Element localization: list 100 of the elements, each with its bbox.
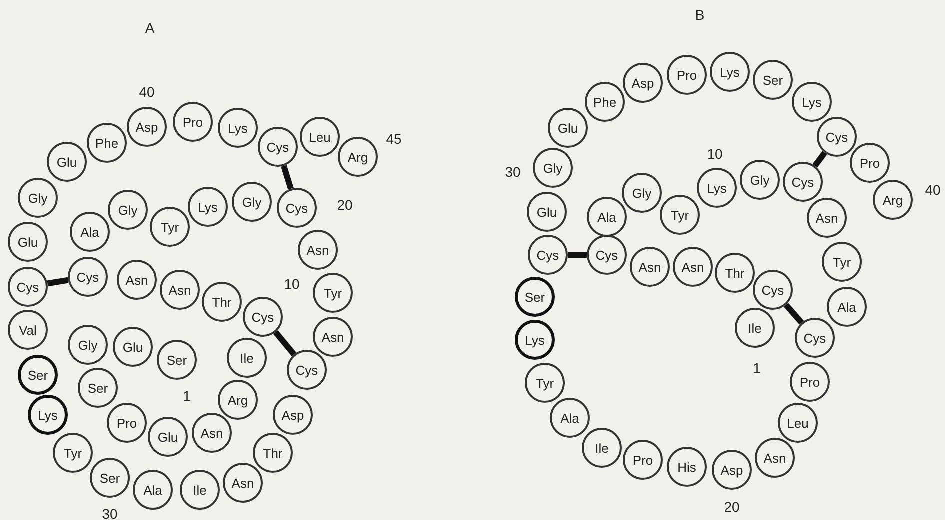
residue-circle: Glu <box>47 142 87 182</box>
residue-circle: Cys <box>68 257 108 297</box>
residue-circle: Gly <box>533 148 573 188</box>
residue-circle: Cys <box>817 117 857 157</box>
residue-circle: Ser <box>78 368 118 408</box>
residue-circle: Glu <box>113 327 153 367</box>
residue-number: 20 <box>724 499 740 515</box>
residue-circle: Thr <box>253 433 293 473</box>
residue-circle: Lys <box>710 52 750 92</box>
residue-circle: Cys <box>587 235 627 275</box>
residue-circle: Ala <box>133 470 173 510</box>
residue-circle: Ser <box>753 60 793 100</box>
residue-circle: Ile <box>227 338 267 378</box>
residue-circle: Ile <box>180 470 220 510</box>
residue-circle: Asp <box>712 450 752 490</box>
residue-circle: Pro <box>173 102 213 142</box>
residue-circle: Glu <box>8 222 48 262</box>
residue-circle: Lys <box>188 187 228 227</box>
residue-circle: Gly <box>622 173 662 213</box>
residue-circle: Thr <box>715 253 755 293</box>
disulfide-bond <box>812 151 828 168</box>
residue-circle: Lys <box>28 395 68 435</box>
disulfide-bond <box>47 277 69 287</box>
residue-number: 40 <box>925 182 941 198</box>
residue-circle: Asp <box>623 63 663 103</box>
residue-circle: Arg <box>338 137 378 177</box>
residue-number: 30 <box>505 164 521 180</box>
residue-circle: Cys <box>795 318 835 358</box>
residue-circle: His <box>667 447 707 487</box>
residue-circle: Gly <box>108 190 148 230</box>
disulfide-bond <box>281 165 294 190</box>
residue-circle: Asn <box>630 247 670 287</box>
residue-circle: Asn <box>673 247 713 287</box>
residue-circle: Asn <box>192 413 232 453</box>
residue-circle: Gly <box>740 160 780 200</box>
residue-circle: Cys <box>783 162 823 202</box>
residue-number: 30 <box>102 506 118 520</box>
residue-circle: Lys <box>792 82 832 122</box>
residue-number: 10 <box>707 146 723 162</box>
residue-circle: Pro <box>790 362 830 402</box>
residue-circle: Glu <box>527 192 567 232</box>
residue-circle: Ala <box>827 287 867 327</box>
residue-circle: Pro <box>850 143 890 183</box>
residue-circle: Ile <box>582 428 622 468</box>
residue-circle: Ser <box>18 355 58 395</box>
residue-circle: Gly <box>18 178 58 218</box>
residue-circle: Cys <box>243 297 283 337</box>
residue-circle: Tyr <box>150 207 190 247</box>
residue-circle: Asn <box>807 198 847 238</box>
residue-circle: Ser <box>90 458 130 498</box>
residue-circle: Lys <box>697 168 737 208</box>
residue-circle: Cys <box>753 270 793 310</box>
residue-circle: Arg <box>873 180 913 220</box>
residue-circle: Phe <box>585 82 625 122</box>
residue-circle: Asn <box>298 230 338 270</box>
residue-circle: Lys <box>218 108 258 148</box>
residue-circle: Tyr <box>53 433 93 473</box>
disulfide-bond <box>784 303 804 325</box>
residue-number: 20 <box>337 197 353 213</box>
residue-circle: Ser <box>157 340 197 380</box>
residue-circle: Phe <box>87 123 127 163</box>
residue-circle: Glu <box>148 417 188 457</box>
residue-circle: Tyr <box>822 242 862 282</box>
disulfide-bond <box>273 330 297 357</box>
residue-circle: Tyr <box>313 273 353 313</box>
residue-circle: Pro <box>667 55 707 95</box>
residue-circle: Cys <box>258 127 298 167</box>
residue-circle: Pro <box>623 440 663 480</box>
residue-circle: Asn <box>755 438 795 478</box>
residue-circle: Arg <box>218 380 258 420</box>
disulfide-bond <box>568 252 587 258</box>
residue-circle: Asp <box>273 395 313 435</box>
residue-circle: Gly <box>232 182 272 222</box>
residue-circle: Asp <box>127 107 167 147</box>
residue-circle: Ser <box>515 277 555 317</box>
residue-circle: Val <box>8 310 48 350</box>
residue-circle: Lys <box>515 320 555 360</box>
residue-circle: Ala <box>587 197 627 237</box>
residue-circle: Thr <box>202 282 242 322</box>
residue-circle: Cys <box>528 235 568 275</box>
residue-circle: Glu <box>548 108 588 148</box>
residue-circle: Tyr <box>660 195 700 235</box>
residue-circle: Ile <box>735 308 775 348</box>
residue-number: 45 <box>386 131 402 147</box>
residue-circle: Gly <box>68 325 108 365</box>
residue-circle: Pro <box>107 403 147 443</box>
residue-circle: Asn <box>313 317 353 357</box>
residue-circle: Leu <box>778 403 818 443</box>
residue-circle: Cys <box>287 350 327 390</box>
residue-number: 1 <box>753 360 761 376</box>
residue-circle: Asn <box>160 270 200 310</box>
residue-circle: Cys <box>8 267 48 307</box>
residue-number: 40 <box>139 84 155 100</box>
residue-circle: Ala <box>70 212 110 252</box>
residue-circle: Cys <box>277 188 317 228</box>
residue-number: 10 <box>284 276 300 292</box>
residue-circle: Asn <box>117 260 157 300</box>
residue-circle: Leu <box>300 117 340 157</box>
residue-circle: Asn <box>223 463 263 503</box>
residue-circle: Tyr <box>525 363 565 403</box>
